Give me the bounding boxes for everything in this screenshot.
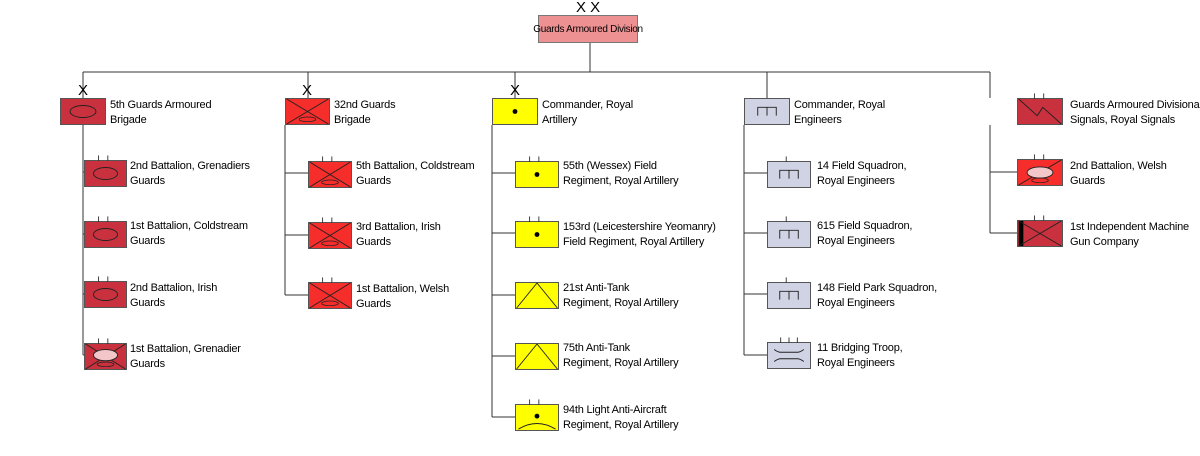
unit-label: 615 Field Squadron,Royal Engineers <box>817 220 913 247</box>
anti-tank-symbol <box>515 282 559 309</box>
anti-tank-symbol <box>515 343 559 370</box>
armour-symbol <box>84 155 127 187</box>
unit-label: 153rd (Leicestershire Yeomanry)Field Reg… <box>563 221 716 248</box>
motorized-infantry-symbol <box>308 277 352 309</box>
bridging-symbol <box>767 337 811 369</box>
brigade-echelon-marker: X <box>78 82 89 99</box>
motorized-infantry-symbol <box>308 217 352 249</box>
artillery-symbol <box>515 216 559 248</box>
unit-label: 14 Field Squadron,Royal Engineers <box>817 160 907 187</box>
armour-symbol <box>60 98 106 125</box>
armour-symbol <box>84 276 127 308</box>
signals-symbol <box>1017 93 1063 125</box>
engineer-symbol <box>767 156 811 188</box>
machine-gun-symbol <box>1017 215 1063 247</box>
brigade-echelon-marker: X <box>510 82 521 99</box>
armour-symbol <box>84 216 127 248</box>
unit-label: 11 Bridging Troop,Royal Engineers <box>817 342 903 369</box>
division-box: Guards Armoured Division <box>533 15 643 43</box>
anti-aircraft-symbol <box>515 399 559 431</box>
division-echelon-marker: X X <box>576 0 601 16</box>
engineer-symbol <box>767 277 811 309</box>
engineer-symbol <box>744 98 790 125</box>
artillery-symbol <box>492 98 538 125</box>
motorized-infantry-symbol <box>285 98 330 125</box>
motorized-infantry-symbol <box>308 156 352 188</box>
armoured-reconnaissance-symbol <box>1017 154 1063 186</box>
engineer-symbol <box>767 216 811 248</box>
brigade-echelon-marker: X <box>302 82 313 99</box>
artillery-symbol <box>515 156 559 188</box>
armoured-infantry-symbol <box>84 338 127 370</box>
unit-label: 148 Field Park Squadron,Royal Engineers <box>817 282 937 309</box>
